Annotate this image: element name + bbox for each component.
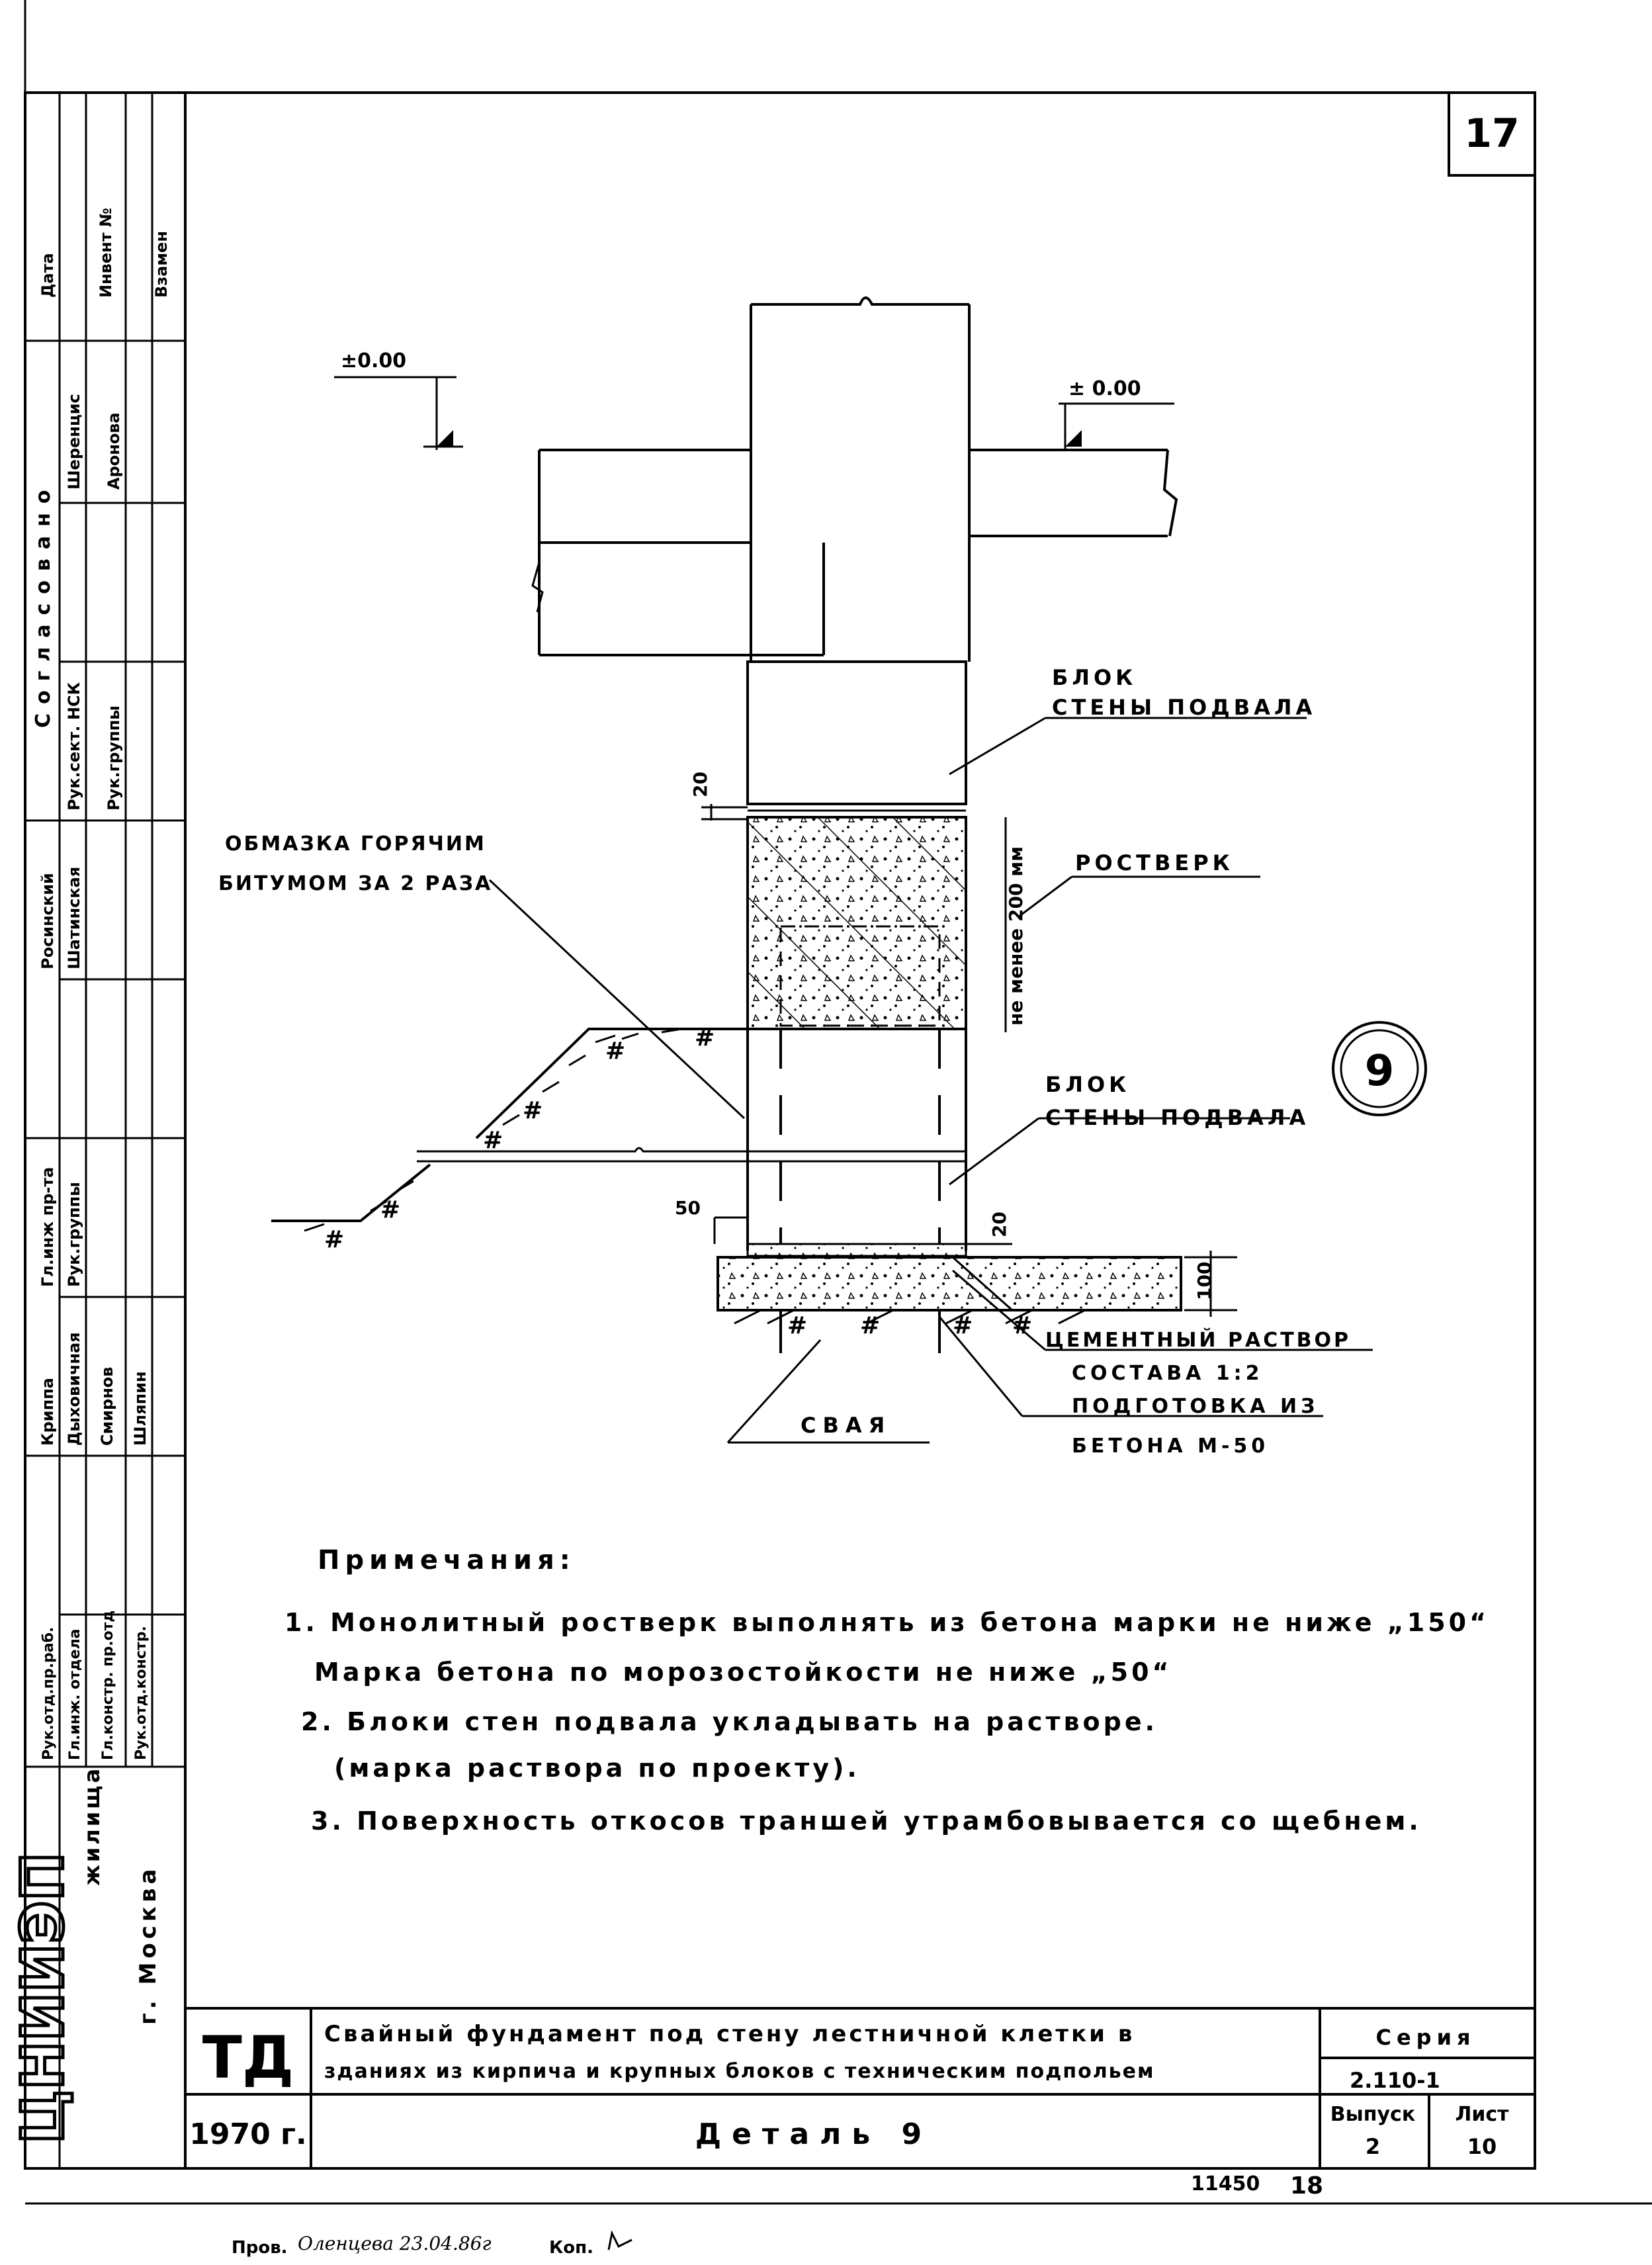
- svg-text:Дата: Дата: [38, 253, 57, 298]
- svg-text:Рук.группы: Рук.группы: [65, 1182, 83, 1287]
- note-1a: 1. Монолитный ростверк выполнять из бето…: [284, 1608, 1490, 1637]
- svg-text:100: 100: [1194, 1262, 1215, 1300]
- svg-text:СВАЯ: СВАЯ: [801, 1413, 891, 1438]
- svg-text:2.110-1: 2.110-1: [1350, 2068, 1440, 2093]
- svg-text:1970 г.: 1970 г.: [189, 2117, 306, 2151]
- svg-text:Деталь 9: Деталь 9: [695, 2117, 932, 2151]
- svg-text:БЛОК: БЛОК: [1052, 665, 1137, 690]
- svg-text:#: #: [380, 1196, 400, 1223]
- svg-text:Коп.: Коп.: [549, 2238, 593, 2258]
- svg-text:Инвент №: Инвент №: [97, 208, 115, 298]
- svg-text:Шатинская: Шатинская: [65, 867, 83, 969]
- svg-text:Смирнов: Смирнов: [98, 1367, 116, 1446]
- drawing-frame: [184, 91, 1536, 2170]
- svg-text:10: 10: [1467, 2134, 1497, 2159]
- level-mark-left: ±0.00: [334, 349, 463, 450]
- svg-text:#: #: [860, 1312, 880, 1339]
- svg-text:Аронова: Аронова: [105, 412, 123, 490]
- notes-title: Примечания:: [318, 1545, 576, 1576]
- upper-wall: [750, 304, 971, 662]
- svg-text:ТД: ТД: [202, 2023, 294, 2092]
- svg-text:2: 2: [1366, 2134, 1380, 2159]
- svg-text:#: #: [695, 1024, 715, 1051]
- svg-text:СТЕНЫ ПОДВАЛА: СТЕНЫ ПОДВАЛА: [1052, 695, 1316, 720]
- labels: [488, 717, 1373, 1444]
- svg-text:#: #: [787, 1312, 807, 1339]
- svg-text:Гл.констр. пр.отд: Гл.констр. пр.отд: [100, 1611, 116, 1760]
- svg-text:#: #: [483, 1127, 503, 1154]
- svg-text:Шляпин: Шляпин: [131, 1371, 150, 1446]
- svg-text:Рук.отд.констр.: Рук.отд.констр.: [133, 1626, 150, 1760]
- svg-text:СОСТАВА 1:2: СОСТАВА 1:2: [1072, 1362, 1264, 1385]
- svg-text:Рук.сект. НСК: Рук.сект. НСК: [65, 682, 83, 811]
- svg-text:г. Москва: г. Москва: [135, 1865, 161, 2025]
- svg-text:БЕТОНА М-50: БЕТОНА М-50: [1072, 1435, 1269, 1458]
- svg-text:18: 18: [1290, 2172, 1323, 2199]
- svg-text:#: #: [523, 1097, 543, 1124]
- svg-text:Криппа: Криппа: [38, 1378, 57, 1446]
- svg-text:11450: 11450: [1191, 2172, 1260, 2196]
- copy-mark: [607, 2230, 632, 2250]
- svg-text:Лист: Лист: [1455, 2103, 1509, 2126]
- note-1b: Марка бетона по морозостойкости не ниже …: [314, 1658, 1172, 1687]
- concrete-prep: [717, 1256, 1182, 1311]
- svg-text:ЦЕМЕНТНЫЙ РАСТВОР: ЦЕМЕНТНЫЙ РАСТВОР: [1045, 1328, 1351, 1352]
- org-logo: ЦНИИЭП: [9, 1852, 77, 2144]
- signature: Оленцева 23.04.86г: [298, 2233, 492, 2254]
- svg-text:20: 20: [988, 1212, 1010, 1237]
- sheet-number: 17: [1464, 111, 1520, 157]
- svg-text:Дыховичная: Дыховичная: [65, 1332, 83, 1446]
- svg-text:БЛОК: БЛОК: [1045, 1072, 1130, 1097]
- svg-text:Взамен: Взамен: [152, 231, 171, 298]
- trench-slope: # # # # # # # # # #: [271, 1024, 1032, 1339]
- upper-basement-block: [746, 660, 967, 805]
- svg-text:не менее 200 мм: не менее 200 мм: [1005, 846, 1027, 1026]
- level-mark-right: ± 0.00: [1059, 377, 1174, 450]
- svg-text:Гл.инж пр-та: Гл.инж пр-та: [38, 1167, 57, 1287]
- svg-text:Шеренцис: Шеренцис: [65, 394, 83, 490]
- svg-text:9: 9: [1365, 1047, 1395, 1096]
- svg-text:ОБМАЗКА ГОРЯЧИМ: ОБМАЗКА ГОРЯЧИМ: [225, 832, 486, 856]
- svg-text:± 0.00: ± 0.00: [1068, 377, 1141, 400]
- rostverk: [417, 816, 1182, 1353]
- svg-text:жилища: жилища: [79, 1766, 105, 1886]
- svg-text:СТЕНЫ ПОДВАЛА: СТЕНЫ ПОДВАЛА: [1045, 1105, 1309, 1130]
- svg-text:Пров.: Пров.: [232, 2238, 288, 2258]
- svg-text:#: #: [605, 1038, 625, 1065]
- detail-marker: 9: [1332, 1021, 1427, 1116]
- svg-text:Рук.группы: Рук.группы: [105, 705, 123, 811]
- side-stamp: Дата Инвент № Взамен Согласовано Шеренци…: [7, 93, 185, 2168]
- svg-text:Серия: Серия: [1375, 2025, 1475, 2050]
- svg-text:БИТУМОМ ЗА 2 РАЗА: БИТУМОМ ЗА 2 РАЗА: [218, 872, 492, 895]
- svg-text:#: #: [324, 1226, 344, 1253]
- svg-text:50: 50: [675, 1197, 701, 1219]
- svg-text:±0.00: ±0.00: [341, 349, 406, 373]
- svg-text:Выпуск: Выпуск: [1330, 2103, 1415, 2126]
- title-block: [185, 2007, 1535, 2168]
- left-slab: [538, 449, 751, 544]
- svg-text:Росинский: Росинский: [38, 873, 57, 969]
- svg-text:РОСТВЕРК: РОСТВЕРК: [1075, 850, 1234, 875]
- svg-text:#: #: [953, 1312, 973, 1339]
- sheet-number-box: [1448, 91, 1536, 177]
- note-2a: 2. Блоки стен подвала укладывать на раст…: [301, 1707, 1158, 1736]
- svg-text:20: 20: [689, 772, 711, 797]
- svg-text:Свайный фундамент под стену ле: Свайный фундамент под стену лестничной к…: [324, 2021, 1135, 2047]
- note-2b: (марка раствора по проекту).: [334, 1754, 860, 1783]
- svg-text:ПОДГОТОВКА ИЗ: ПОДГОТОВКА ИЗ: [1072, 1395, 1319, 1418]
- foundation-drawing: [531, 296, 1178, 812]
- svg-text:Рук.отд.пр.раб.: Рук.отд.пр.раб.: [40, 1627, 57, 1760]
- svg-text:зданиях из кирпича и крупных б: зданиях из кирпича и крупных блоков с те…: [324, 2060, 1155, 2083]
- svg-text:Гл.инж. отдела: Гл.инж. отдела: [67, 1628, 83, 1760]
- note-3: 3. Поверхность откосов траншей утрамбовы…: [311, 1806, 1422, 1836]
- svg-text:Согласовано: Согласовано: [32, 481, 55, 728]
